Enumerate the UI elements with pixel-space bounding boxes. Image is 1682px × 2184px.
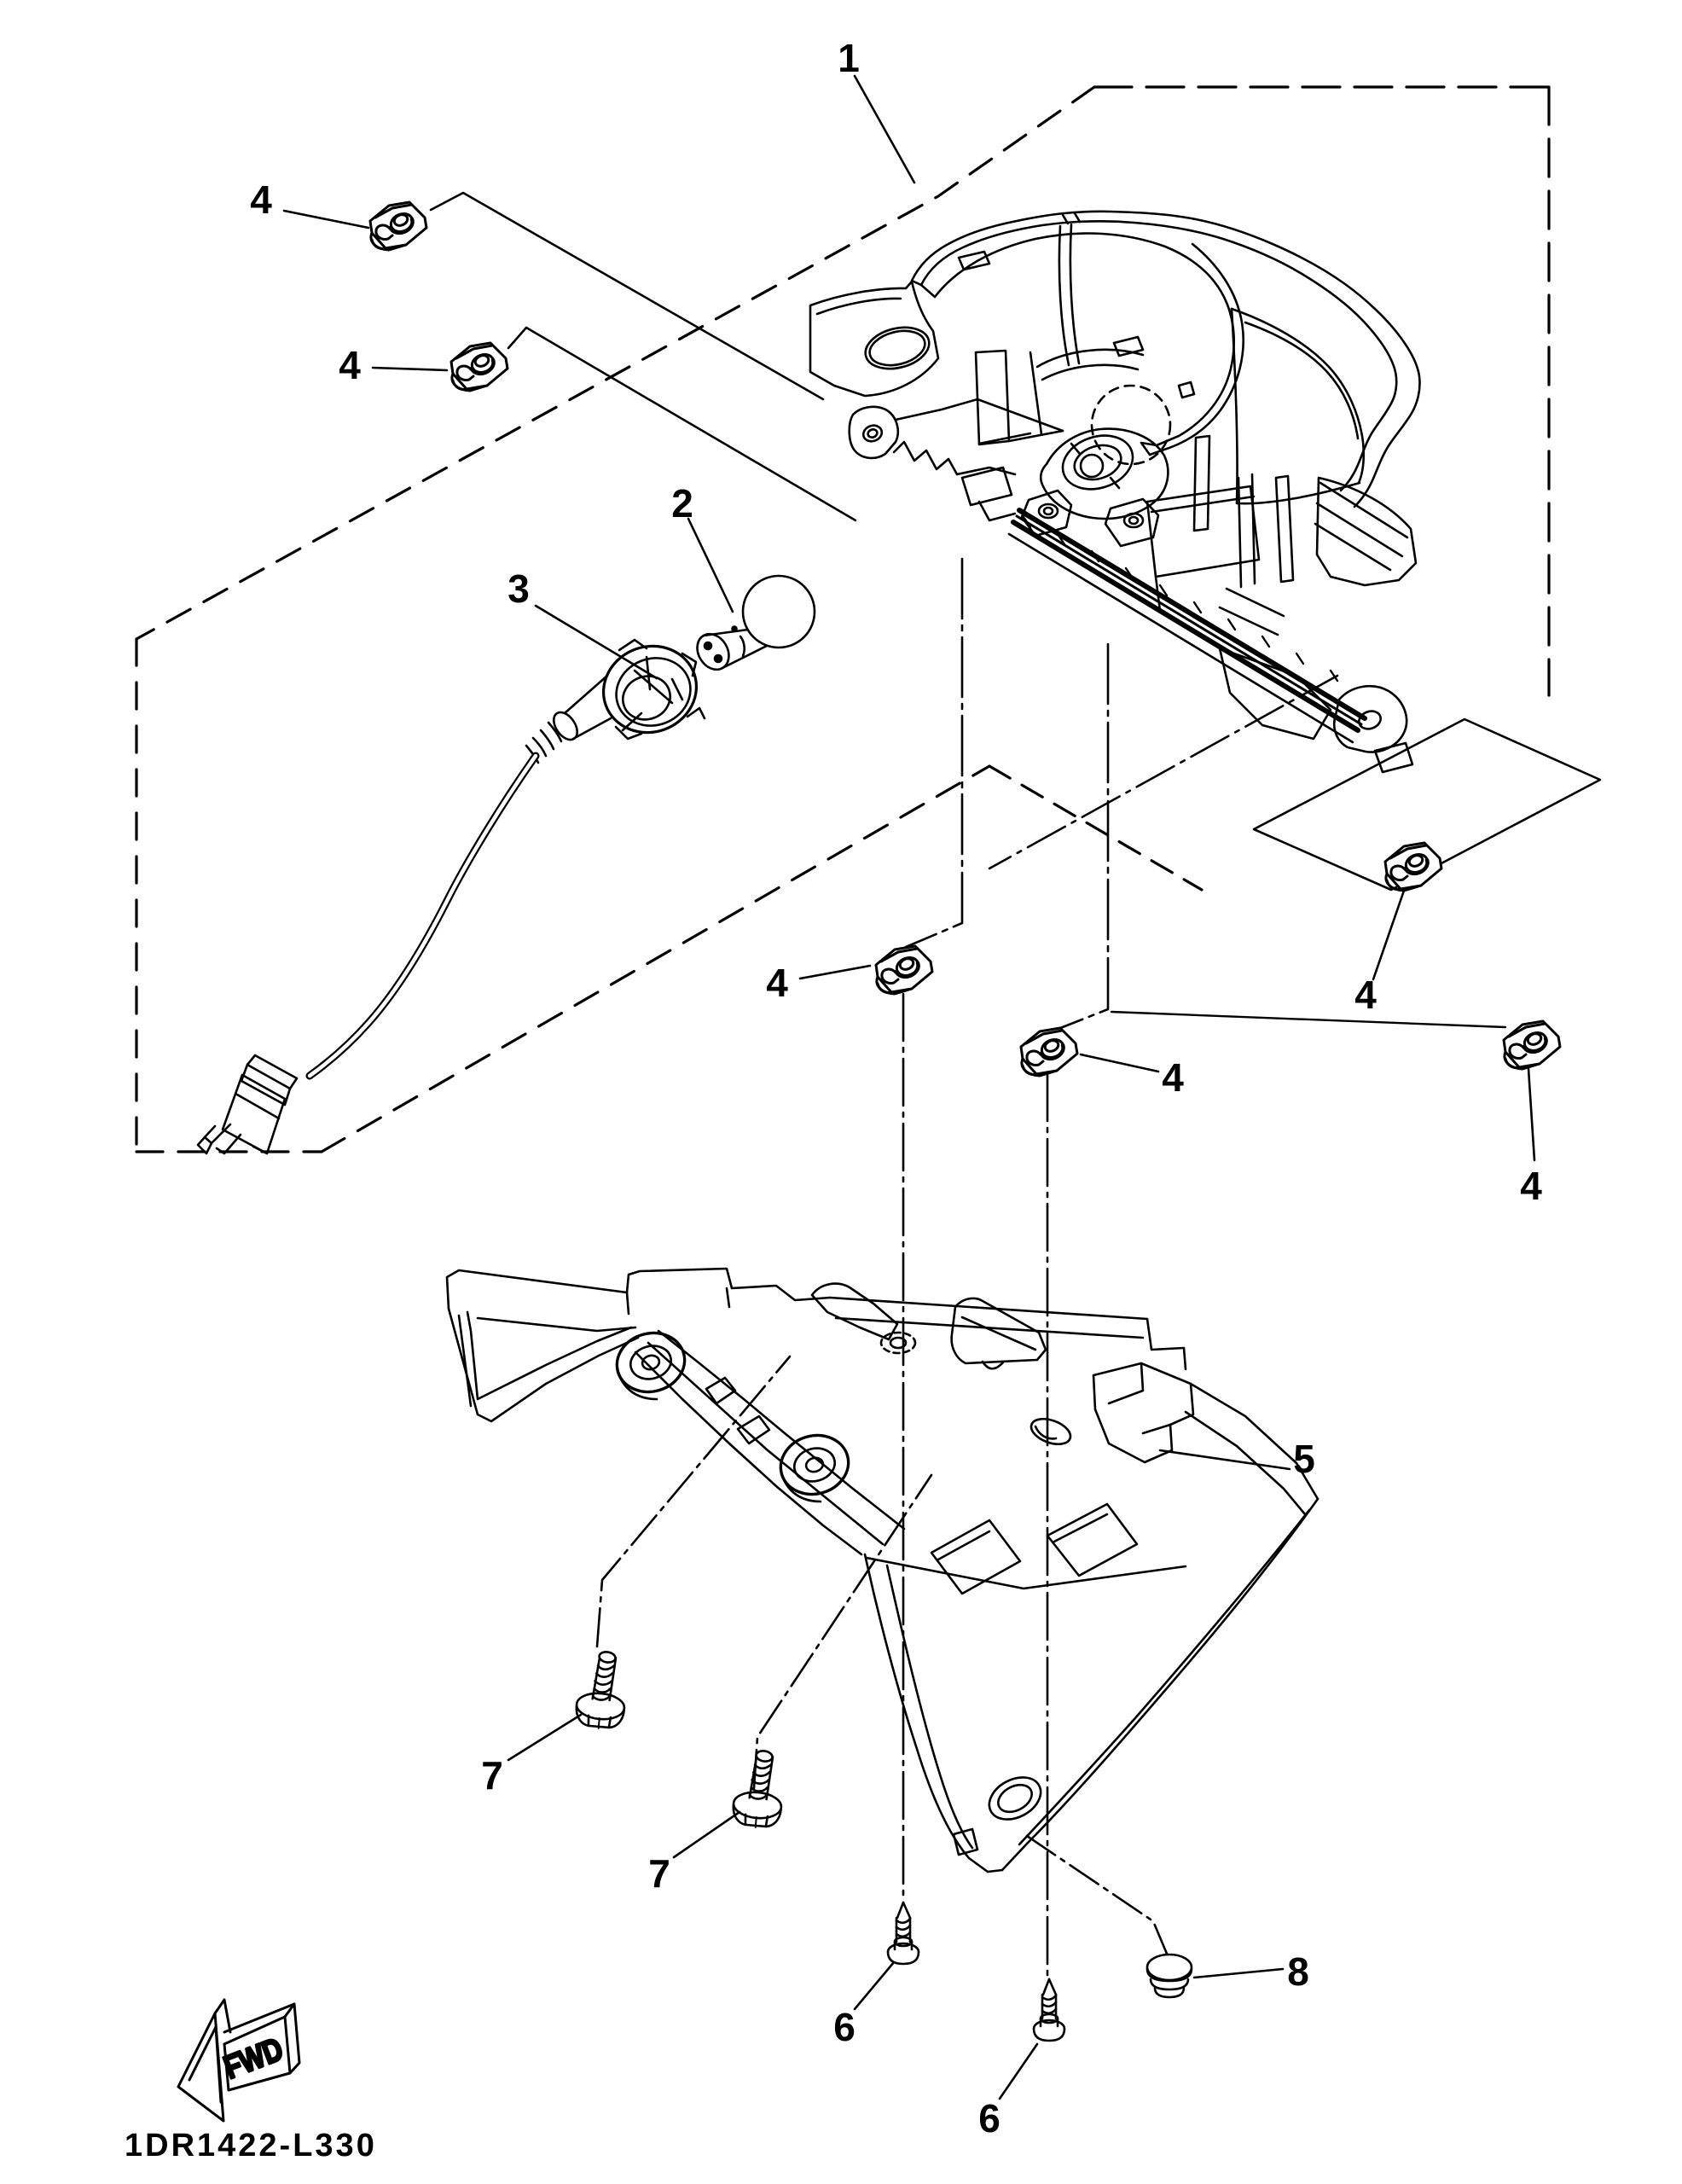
svg-text:6: 6 xyxy=(978,2096,1000,2140)
svg-text:6: 6 xyxy=(833,2005,856,2049)
svg-text:4: 4 xyxy=(339,343,361,387)
svg-text:3: 3 xyxy=(508,566,530,611)
svg-text:4: 4 xyxy=(1162,1055,1184,1100)
svg-text:4: 4 xyxy=(1354,973,1377,1017)
svg-text:4: 4 xyxy=(250,177,272,222)
svg-text:7: 7 xyxy=(481,1753,503,1798)
svg-text:1DR1422-L330: 1DR1422-L330 xyxy=(125,2128,377,2164)
svg-text:5: 5 xyxy=(1293,1437,1315,1481)
svg-text:2: 2 xyxy=(671,481,693,526)
svg-text:1: 1 xyxy=(838,36,860,80)
svg-text:8: 8 xyxy=(1287,1949,1309,1994)
svg-text:4: 4 xyxy=(766,961,788,1005)
svg-text:7: 7 xyxy=(648,1851,670,1896)
svg-text:4: 4 xyxy=(1520,1164,1542,1208)
